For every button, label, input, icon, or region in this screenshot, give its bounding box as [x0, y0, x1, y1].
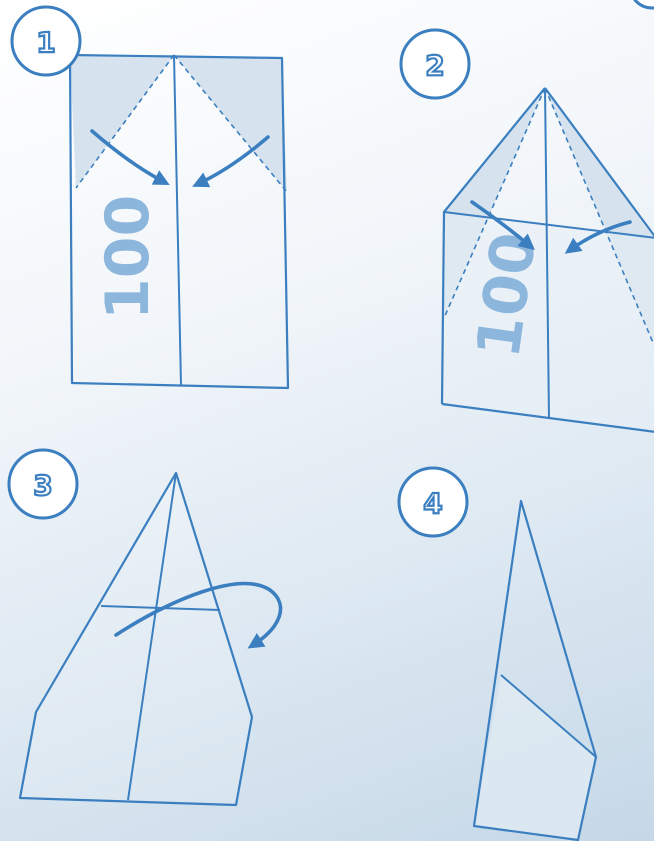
step-2-number: 2: [425, 49, 444, 82]
step-2-badge: 2: [399, 28, 471, 100]
step-1-fold-arrow-left: [90, 129, 170, 186]
step-2-right-edge: [544, 87, 654, 238]
step-4-outline: [472, 499, 598, 841]
step-2-center-crease: [544, 87, 550, 419]
step-4-badge: 4: [397, 466, 469, 538]
step-3-number: 3: [33, 469, 52, 502]
step-1-banknote-outline: [68, 53, 290, 390]
step-4-badge-circle: [397, 466, 469, 538]
step-1: 100 1: [10, 5, 290, 390]
step-1-center-crease: [173, 54, 182, 386]
step-2-cross-line: [443, 211, 654, 239]
step-2-fold-line-left: [443, 87, 546, 319]
step-2-fold-line-right: [544, 87, 654, 346]
step-1-shaded-corner-right: [174, 55, 287, 192]
step-3-outline: [18, 471, 254, 807]
step-5-badge-partial: [633, 0, 654, 10]
step-3-badge-circle: [7, 448, 79, 520]
step-1-badge-circle: [10, 5, 82, 77]
step-2-badge-circle: [399, 28, 471, 100]
step-4-fold-line: [500, 674, 597, 758]
step-2-fold-arrow-left: [470, 200, 535, 251]
step-1-shaded-corner-left: [70, 55, 174, 188]
step-4-number: 4: [423, 487, 442, 520]
step-3-center-crease: [127, 472, 177, 801]
step-1-number: 1: [36, 26, 55, 59]
step-1-badge: 1: [10, 5, 82, 77]
step-1-fold-arrow-right: [192, 135, 270, 188]
step-2-banknote-value: 100: [464, 228, 551, 362]
step-2-fold-arrow-right: [564, 220, 632, 254]
step-3-fold-arrow: [114, 581, 283, 649]
step-3-badge: 3: [7, 448, 79, 520]
step-4: 4: [397, 466, 598, 841]
step-1-fold-line-left: [75, 54, 175, 189]
step-1-fold-line-right: [173, 54, 288, 193]
step-2: 100 2: [399, 28, 654, 433]
step-4-lower-flap: [474, 675, 596, 840]
step-3: 3: [7, 448, 283, 807]
step-1-banknote-value: 100: [93, 195, 163, 320]
